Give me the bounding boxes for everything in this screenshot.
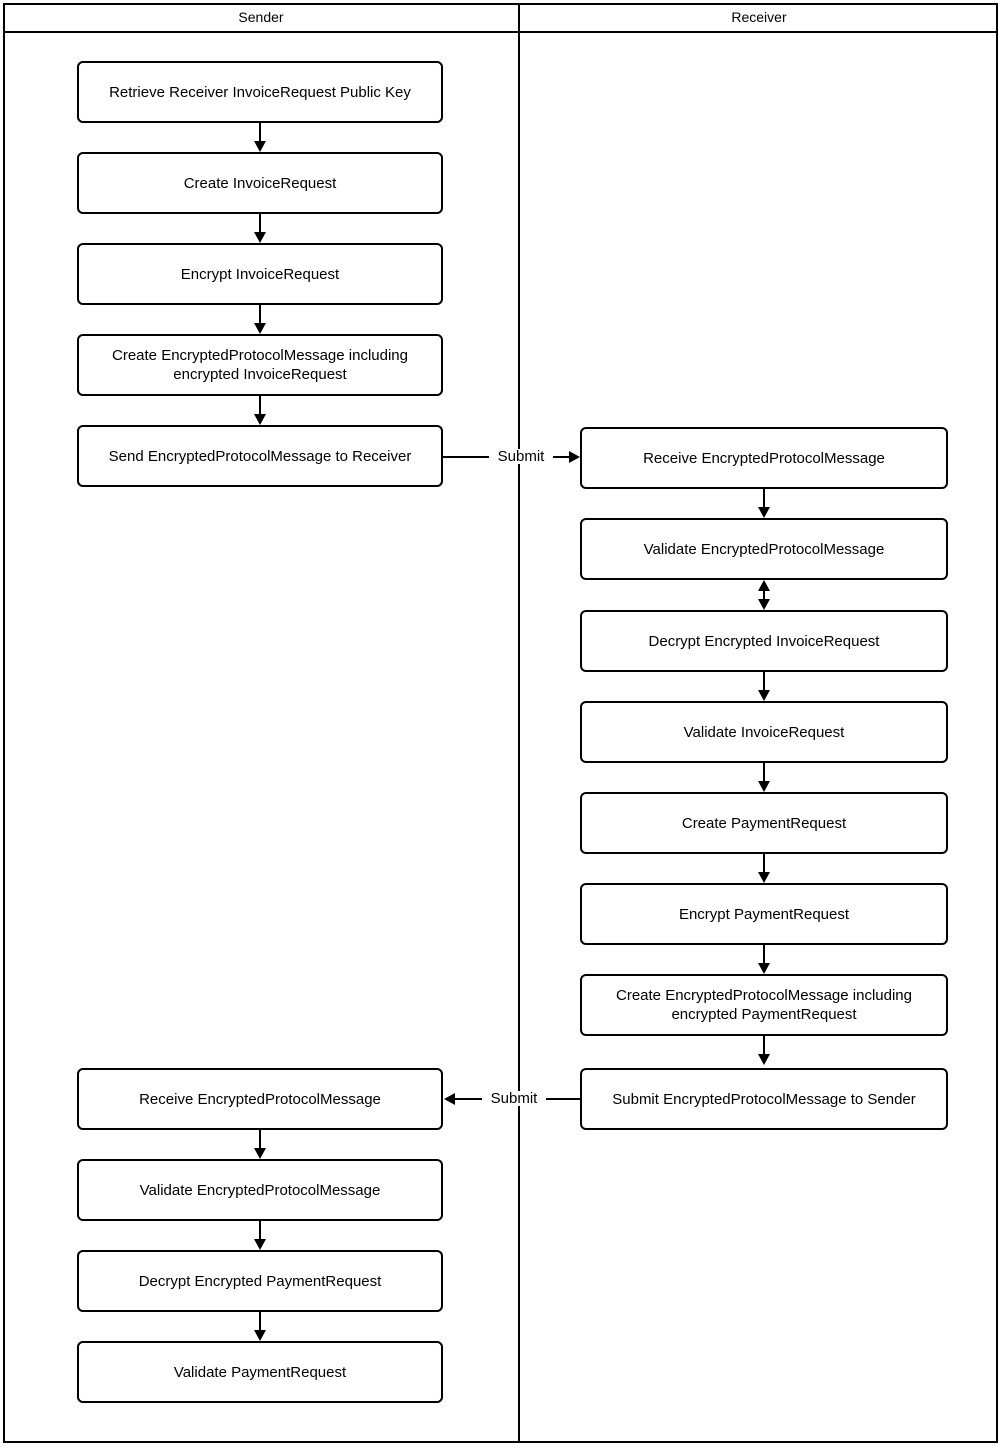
connector-r7-r8-line [763,1036,765,1055]
node-submit-encryptedprotocolmessage-to-sender[interactable]: Submit EncryptedProtocolMessage to Sende… [580,1068,948,1130]
connector-s1-s2-line [259,123,261,142]
lane-header-divider [3,31,998,33]
edge-submit-forward-label: Submit [489,449,553,464]
edge-submit-return-label: Submit [482,1091,546,1106]
connector-r2-r3-arrowhead-down [758,599,770,610]
node-decrypt-encrypted-invoicerequest[interactable]: Decrypt Encrypted InvoiceRequest [580,610,948,672]
edge-submit-return-arrowhead [444,1093,455,1105]
node-receiver-validate-encryptedprotocolmessage[interactable]: Validate EncryptedProtocolMessage [580,518,948,580]
node-create-paymentrequest[interactable]: Create PaymentRequest [580,792,948,854]
node-decrypt-encrypted-paymentrequest[interactable]: Decrypt Encrypted PaymentRequest [77,1250,443,1312]
node-create-invoicerequest[interactable]: Create InvoiceRequest [77,152,443,214]
node-sender-validate-encryptedprotocolmessage[interactable]: Validate EncryptedProtocolMessage [77,1159,443,1221]
connector-s3-s4-arrowhead [254,323,266,334]
connector-r2-r3-arrowhead-up [758,580,770,591]
connector-s2-s3-line [259,214,261,233]
connector-r3-r4-arrowhead [758,690,770,701]
node-encrypt-paymentrequest[interactable]: Encrypt PaymentRequest [580,883,948,945]
lane-title-receiver: Receiver [731,9,787,25]
connector-r4-r5-arrowhead [758,781,770,792]
connector-r1-r2-arrowhead [758,507,770,518]
connector-r7-r8-arrowhead [758,1054,770,1065]
lane-vertical-divider [518,3,520,1443]
connector-s8-s9-arrowhead [254,1330,266,1341]
connector-s4-s5-line [259,396,261,415]
node-create-encryptedprotocolmessage-paymentrequest[interactable]: Create EncryptedProtocolMessage includin… [580,974,948,1036]
node-sender-receive-encryptedprotocolmessage[interactable]: Receive EncryptedProtocolMessage [77,1068,443,1130]
connector-s8-s9-line [259,1312,261,1331]
connector-s6-s7-arrowhead [254,1148,266,1159]
connector-s3-s4-line [259,305,261,324]
connector-s7-s8-arrowhead [254,1239,266,1250]
connector-s7-s8-line [259,1221,261,1240]
node-receiver-receive-encryptedprotocolmessage[interactable]: Receive EncryptedProtocolMessage [580,427,948,489]
lane-title-sender: Sender [238,9,284,25]
node-validate-invoicerequest[interactable]: Validate InvoiceRequest [580,701,948,763]
node-send-encryptedprotocolmessage-to-receiver[interactable]: Send EncryptedProtocolMessage to Receive… [77,425,443,487]
connector-r5-r6-arrowhead [758,872,770,883]
node-create-encryptedprotocolmessage-invoicerequest[interactable]: Create EncryptedProtocolMessage includin… [77,334,443,396]
connector-r6-r7-arrowhead [758,963,770,974]
node-retrieve-receiver-invoicerequest-public-key[interactable]: Retrieve Receiver InvoiceRequest Public … [77,61,443,123]
connector-r2-r3-line [763,582,765,608]
connector-s2-s3-arrowhead [254,232,266,243]
connector-s6-s7-line [259,1130,261,1149]
connector-r3-r4-line [763,672,765,691]
connector-s4-s5-arrowhead [254,414,266,425]
connector-r1-r2-line [763,489,765,508]
edge-submit-forward-arrowhead [569,451,580,463]
connector-s1-s2-arrowhead [254,141,266,152]
node-encrypt-invoicerequest[interactable]: Encrypt InvoiceRequest [77,243,443,305]
connector-r4-r5-line [763,763,765,782]
connector-r6-r7-line [763,945,765,964]
node-validate-paymentrequest[interactable]: Validate PaymentRequest [77,1341,443,1403]
connector-r5-r6-line [763,854,765,873]
